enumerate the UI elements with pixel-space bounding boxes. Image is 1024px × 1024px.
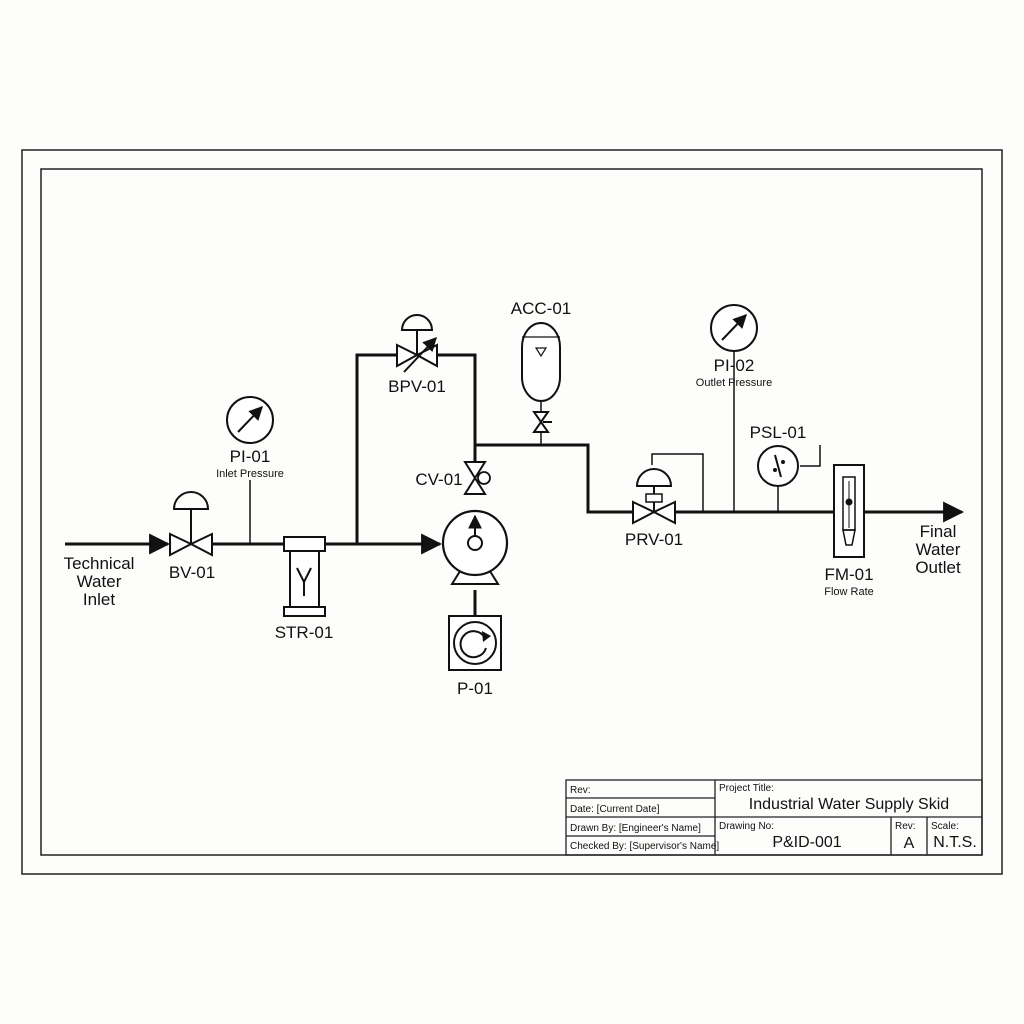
bv-01-valve[interactable] — [169, 491, 213, 557]
psl-01-tag: PSL-01 — [750, 423, 807, 442]
outlet-label-line1: Final — [920, 522, 957, 541]
tb-drawing-no-label: Drawing No: — [719, 821, 774, 832]
bpv-01-valve[interactable] — [396, 314, 438, 373]
title-block: Rev: Date: [Current Date] Drawn By: [Eng… — [565, 779, 983, 856]
str-01-tag: STR-01 — [275, 623, 334, 642]
bv-01-tag: BV-01 — [169, 563, 215, 582]
fm-01-tag: FM-01 — [824, 565, 873, 584]
pi-02-gauge[interactable] — [710, 304, 758, 352]
instrument-lines — [249, 352, 821, 544]
inlet-label-line2: Water — [77, 572, 122, 591]
tb-drawn-by: Drawn By: [Engineer's Name] — [570, 823, 701, 834]
bpv-01-tag: BPV-01 — [388, 377, 446, 396]
outer-border — [21, 149, 1003, 875]
inner-border — [40, 168, 983, 856]
p-01-motor[interactable] — [448, 615, 502, 671]
tb-project-title: Industrial Water Supply Skid — [749, 796, 949, 813]
prv-01-tag: PRV-01 — [625, 530, 683, 549]
cv-01-tag: CV-01 — [415, 470, 462, 489]
inlet-label-line3: Inlet — [83, 590, 115, 609]
tb-rev-label-2: Rev: — [895, 821, 916, 832]
pi-02-desc: Outlet Pressure — [696, 377, 772, 389]
cv-01-valve[interactable] — [463, 461, 491, 495]
tb-project-title-label: Project Title: — [719, 783, 774, 794]
fm-01-flowmeter[interactable] — [833, 464, 865, 558]
outlet-label-line3: Outlet — [915, 558, 961, 577]
psl-01-switch[interactable] — [757, 445, 799, 487]
prv-01-valve[interactable] — [632, 468, 676, 525]
pi-01-tag: PI-01 — [230, 447, 271, 466]
str-01-strainer[interactable] — [283, 536, 326, 617]
pi-02-tag: PI-02 — [714, 356, 755, 375]
tb-scale-label: Scale: — [931, 821, 959, 832]
outlet-label-line2: Water — [916, 540, 961, 559]
pi-01-desc: Inlet Pressure — [216, 468, 284, 480]
acc-01-accumulator[interactable] — [521, 322, 561, 433]
pi-01-gauge[interactable] — [226, 396, 274, 444]
tb-rev-label: Rev: — [570, 785, 591, 796]
process-lines — [65, 353, 965, 616]
tb-drawing-no: P&ID-001 — [772, 834, 841, 851]
tb-rev-value: A — [904, 835, 915, 852]
equipment-labels: Technical Water Inlet BV-01 PI-01 Inlet … — [64, 299, 961, 698]
tb-checked-by: Checked By: [Supervisor's Name] — [570, 841, 719, 852]
fm-01-desc: Flow Rate — [824, 586, 874, 598]
tb-date: Date: [Current Date] — [570, 804, 660, 815]
acc-01-tag: ACC-01 — [511, 299, 571, 318]
p-01-tag: P-01 — [457, 679, 493, 698]
p-01-pump[interactable] — [441, 509, 509, 585]
inlet-label-line1: Technical — [64, 554, 135, 573]
tb-scale-value: N.T.S. — [933, 834, 977, 851]
